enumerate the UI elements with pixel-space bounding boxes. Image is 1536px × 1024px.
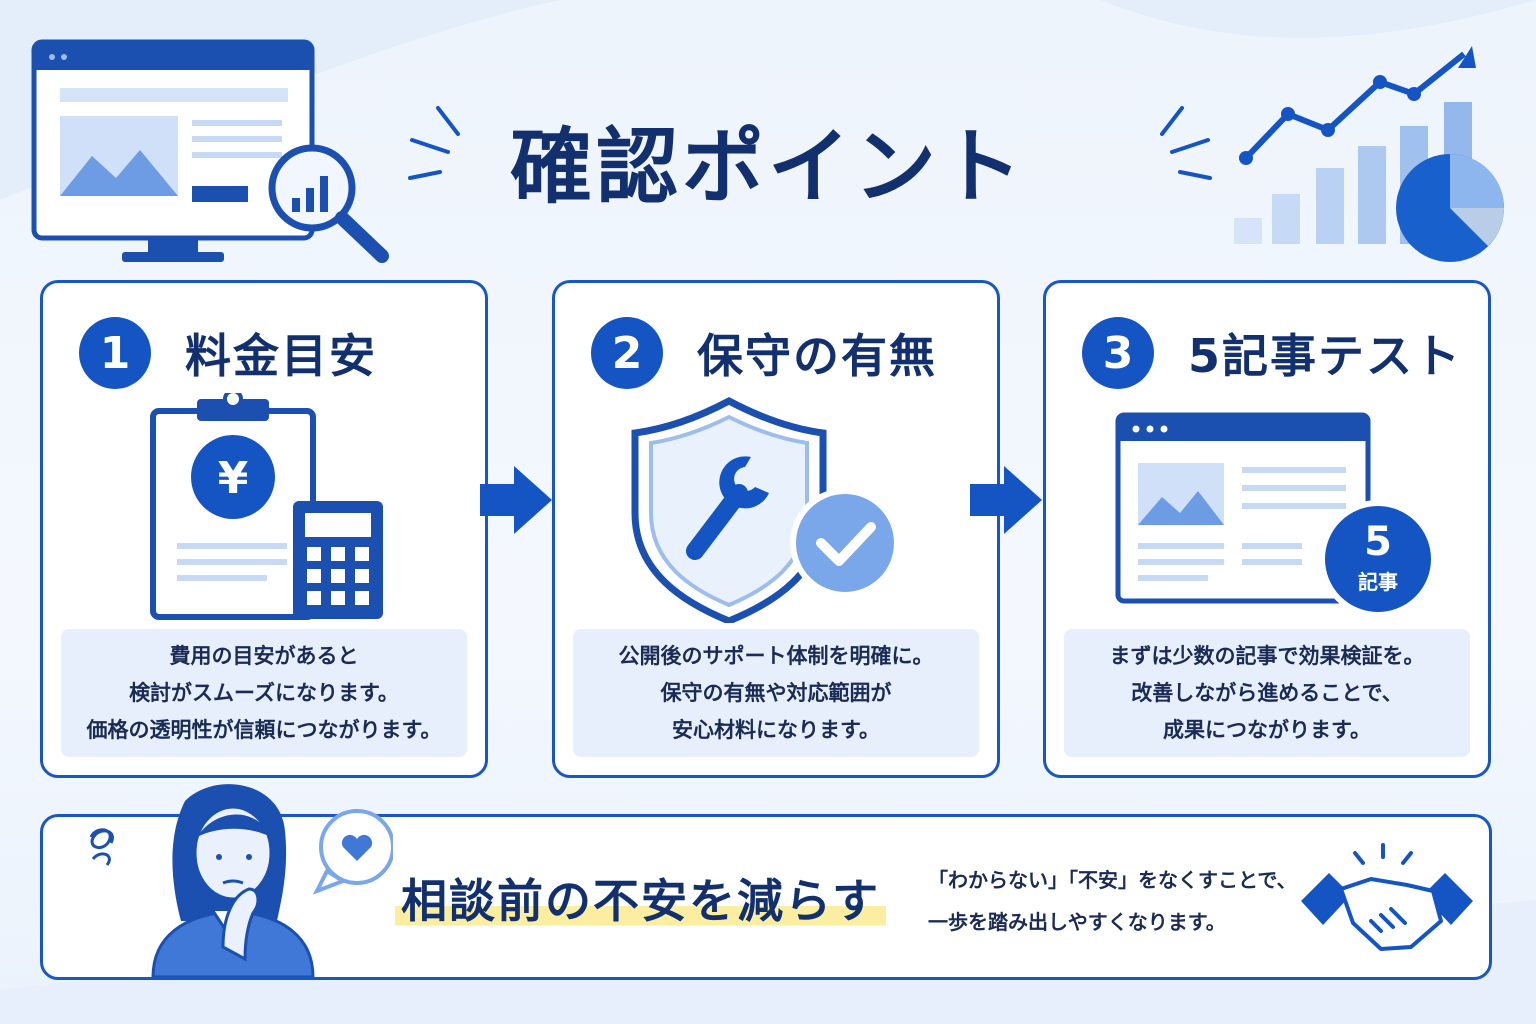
arrow-right-icon: [480, 466, 552, 534]
step-number-badge: 1: [79, 317, 151, 389]
step-number-badge: 3: [1082, 317, 1154, 389]
card-description: まずは少数の記事で効果検証を。 改善しながら進めることで、 成果につながります。: [1064, 629, 1470, 757]
bottom-banner: 相談前の不安を減らす 「わからない」「不安」をなくすことで、 一歩を踏み出しやす…: [40, 784, 1492, 980]
yen-symbol: ¥: [218, 453, 249, 504]
card-header: 2 保守の有無: [591, 317, 937, 389]
desc-line: 費用の目安があると: [169, 643, 359, 668]
article-count-label: 記事: [1358, 570, 1398, 594]
desc-line: 「わからない」「不安」をなくすことで、: [928, 868, 1297, 892]
card-maintenance: 2 保守の有無 公開後のサポート体制を明確に。 保守の有無や対応範囲が 安心材料…: [552, 280, 1000, 778]
card-description: 公開後のサポート体制を明確に。 保守の有無や対応範囲が 安心材料になります。: [573, 629, 979, 757]
yen-clipboard-calculator-icon: ¥: [150, 393, 383, 620]
article-count-number: 5: [1364, 519, 1392, 565]
bottom-title: 相談前の不安を減らす: [395, 865, 887, 931]
bottom-description: 「わからない」「不安」をなくすことで、 一歩を踏み出しやすくなります。: [928, 859, 1297, 943]
desc-line: 公開後のサポート体制を明確に。: [618, 643, 934, 668]
handshake-icon: [1301, 843, 1473, 951]
card-header: 3 5記事テスト: [1082, 317, 1462, 389]
growth-chart-icon: [1234, 46, 1504, 262]
card-title: 料金目安: [185, 329, 377, 383]
desc-line: 一歩を踏み出しやすくなります。: [928, 910, 1226, 934]
desc-line: 改善しながら進めることで、: [1131, 680, 1403, 705]
desc-line: 検討がスムーズになります。: [129, 680, 399, 705]
page-title: 確認ポイント: [509, 120, 1026, 215]
card-price-estimate: 1 料金目安 ¥ 費用の目安があると 検討がスムーズになります。 価格の透明性が…: [40, 280, 488, 778]
desc-line: 価格の透明性が信頼につながります。: [86, 717, 442, 742]
browser-article-icon: 5 記事: [1115, 412, 1437, 618]
card-five-article-test: 3 5記事テスト 5 記事 まずは少数の記事で効果検証を。 改善しながら進めるこ…: [1043, 280, 1491, 778]
arrow-right-icon: [970, 466, 1042, 534]
card-title: 5記事テスト: [1188, 329, 1463, 383]
card-header: 1 料金目安: [79, 317, 377, 389]
shield-wrench-check-icon: [631, 397, 900, 623]
desc-line: 保守の有無や対応範囲が: [660, 680, 892, 705]
card-description: 費用の目安があると 検討がスムーズになります。 価格の透明性が信頼につながります…: [61, 629, 467, 757]
worried-woman-icon: [89, 784, 393, 977]
desc-line: 安心材料になります。: [672, 717, 880, 742]
card-title: 保守の有無: [697, 329, 937, 383]
desc-line: まずは少数の記事で効果検証を。: [1109, 643, 1425, 668]
step-number-badge: 2: [591, 317, 663, 389]
desc-line: 成果につながります。: [1163, 717, 1371, 742]
left-sparkle-icon: [408, 106, 460, 180]
right-sparkle-icon: [1160, 106, 1212, 180]
monitor-search-icon: [31, 39, 389, 263]
